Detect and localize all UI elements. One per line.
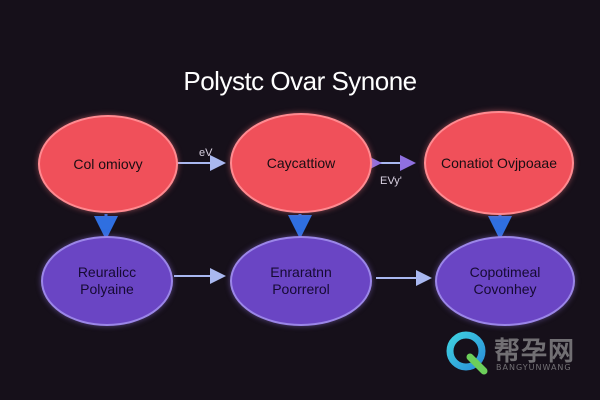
- node-bot-left-line-2: Polyaine: [80, 281, 134, 297]
- watermark: 帮孕网 BANGYUNWANG: [444, 329, 584, 379]
- node-bot-mid: Enraratnn Poorrerol: [230, 236, 372, 326]
- diagram-title: Polystc Ovar Synone: [183, 66, 417, 96]
- node-bot-mid-line-1: Enraratnn: [270, 264, 332, 281]
- node-bot-mid-line-2: Poorrerol: [272, 281, 330, 297]
- node-bot-right-line-1: Copotimeal: [469, 264, 541, 281]
- watermark-text: 帮孕网: [494, 337, 576, 367]
- node-top-left-line-1: Col omiovy: [73, 155, 143, 172]
- node-top-right: Conatiot Ovjpoaae: [424, 111, 574, 215]
- node-bot-left: Reuralicc Polyaine: [41, 236, 173, 326]
- node-bot-right: Copotimeal Covonhey: [435, 236, 575, 326]
- node-top-mid-line-1: Caycattiow: [266, 154, 336, 171]
- q-logo-icon: [446, 331, 488, 375]
- node-top-mid: Caycattiow: [230, 113, 372, 213]
- edge-label-top-mid-right: EVy': [380, 175, 402, 187]
- node-top-left: Col omiovy: [38, 115, 178, 213]
- node-bot-right-line-2: Covonhey: [473, 281, 537, 297]
- node-top-right-line-1: Conatiot Ovjpoaae: [441, 154, 557, 171]
- watermark-subtext: BANGYUNWANG: [496, 363, 572, 372]
- edge-label-top-left-mid: eV: [199, 147, 213, 159]
- node-bot-left-line-1: Reuralicc: [77, 264, 137, 281]
